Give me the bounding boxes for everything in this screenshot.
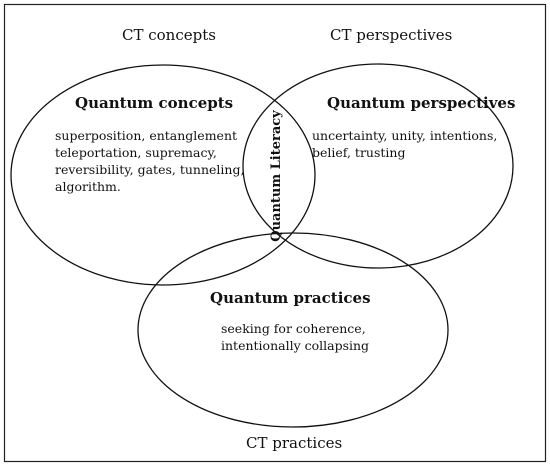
quantum-concepts-title: Quantum concepts bbox=[75, 94, 233, 112]
quantum-practices-title: Quantum practices bbox=[210, 289, 371, 307]
ct-concepts-label: CT concepts bbox=[122, 26, 216, 44]
quantum-concepts-line: reversibility, gates, tunneling, bbox=[55, 162, 244, 177]
quantum-concepts-line: teleportation, supremacy, bbox=[55, 145, 217, 160]
quantum-concepts-line: algorithm. bbox=[55, 179, 121, 194]
ct-perspectives-label: CT perspectives bbox=[330, 26, 452, 44]
concepts-circle bbox=[10, 64, 316, 286]
quantum-literacy-label: Quantum Literacy bbox=[269, 110, 284, 242]
ct-practices-label: CT practices bbox=[246, 434, 342, 452]
quantum-perspectives-line: uncertainty, unity, intentions, bbox=[312, 128, 497, 143]
quantum-practices-line: seeking for coherence, bbox=[221, 321, 366, 336]
quantum-perspectives-line: belief, trusting bbox=[312, 145, 405, 160]
quantum-concepts-line: superposition, entanglement bbox=[55, 128, 237, 143]
quantum-perspectives-title: Quantum perspectives bbox=[327, 94, 515, 112]
practices-circle bbox=[137, 232, 449, 428]
quantum-practices-line: intentionally collapsing bbox=[221, 338, 369, 353]
perspectives-circle bbox=[242, 63, 514, 269]
